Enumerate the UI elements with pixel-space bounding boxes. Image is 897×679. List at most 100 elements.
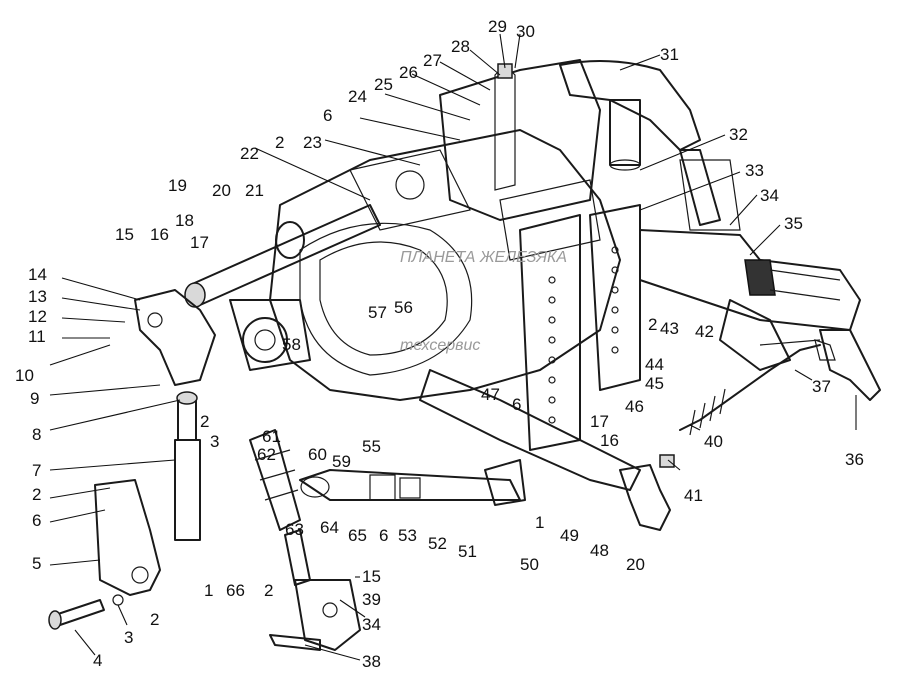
label-16-right: 16: [600, 431, 619, 450]
label-26: 26: [399, 63, 418, 82]
label-1-left: 1: [204, 581, 213, 600]
label-66: 66: [226, 581, 245, 600]
label-50: 50: [520, 555, 539, 574]
left-lift-arm: [134, 289, 311, 386]
label-22: 22: [240, 144, 259, 163]
label-10: 10: [15, 366, 34, 385]
label-6-left: 6: [32, 511, 41, 530]
label-11: 11: [28, 327, 46, 346]
label-6-top: 6: [323, 106, 332, 125]
label-42: 42: [695, 322, 714, 341]
label-3-mid: 3: [210, 432, 219, 451]
label-64: 64: [320, 518, 339, 537]
label-30: 30: [516, 22, 535, 41]
label-32: 32: [729, 125, 748, 144]
label-60: 60: [308, 445, 327, 464]
lift-arm-upper: [559, 60, 741, 231]
label-40: 40: [704, 432, 723, 451]
label-27: 27: [423, 51, 442, 70]
label-31: 31: [660, 45, 679, 64]
label-34-top: 34: [760, 186, 779, 205]
label-17-left: 17: [190, 233, 209, 252]
label-52: 52: [428, 534, 447, 553]
label-57: 57: [368, 303, 387, 322]
label-19: 19: [168, 176, 187, 195]
label-51: 51: [458, 542, 477, 561]
label-36: 36: [845, 450, 864, 469]
watermark-line-1: ПЛАНЕТА ЖЕЛЕЗЯКА: [400, 249, 567, 266]
label-56: 56: [394, 298, 413, 317]
lower-link: [299, 459, 526, 506]
label-14: 14: [28, 265, 47, 284]
label-37: 37: [812, 377, 831, 396]
label-5: 5: [32, 554, 41, 573]
label-20-left: 20: [212, 181, 231, 200]
label-2-bottom: 2: [150, 610, 159, 629]
label-44: 44: [645, 355, 664, 374]
label-4: 4: [93, 651, 102, 670]
label-38: 38: [362, 652, 381, 671]
long-lower-arm: [419, 369, 671, 531]
watermark: ПЛАНЕТА ЖЕЛЕЗЯКА техсервис: [400, 249, 567, 354]
label-46: 46: [625, 397, 644, 416]
label-53: 53: [398, 526, 417, 545]
label-12: 12: [28, 307, 47, 326]
label-47: 47: [481, 385, 500, 404]
label-16-left: 16: [150, 225, 169, 244]
label-13: 13: [28, 287, 47, 306]
label-25: 25: [374, 75, 393, 94]
label-55: 55: [362, 437, 381, 456]
label-23: 23: [303, 133, 322, 152]
label-63: 63: [285, 520, 304, 539]
label-45: 45: [645, 374, 664, 393]
label-7: 7: [32, 461, 41, 480]
label-6-center: 6: [379, 526, 388, 545]
label-2-mid: 2: [264, 581, 273, 600]
label-28: 28: [451, 37, 470, 56]
label-39: 39: [362, 590, 381, 609]
label-1-right: 1: [535, 513, 544, 532]
label-43: 43: [660, 319, 679, 338]
label-6-right: 6: [512, 395, 521, 414]
watermark-line-2: техсервис: [400, 337, 480, 354]
label-61: 61: [262, 427, 281, 446]
lift-rod-assembly: [249, 429, 361, 651]
label-48: 48: [590, 541, 609, 560]
label-2-arm: 2: [200, 412, 209, 431]
label-3-bottom: 3: [124, 628, 133, 647]
cylinder-bracket: [94, 479, 161, 596]
label-17-right: 17: [590, 412, 609, 431]
label-41: 41: [684, 486, 703, 505]
label-24: 24: [348, 87, 367, 106]
stabilizer-spring: [659, 339, 836, 468]
label-65: 65: [348, 526, 367, 545]
label-15-bottom: 15: [362, 567, 381, 586]
label-9: 9: [30, 389, 39, 408]
label-35: 35: [784, 214, 803, 233]
right-hitch-assembly: [639, 229, 881, 401]
label-8: 8: [32, 425, 41, 444]
label-2-right: 2: [648, 315, 657, 334]
vertical-plates: [519, 204, 641, 451]
label-59: 59: [332, 452, 351, 471]
label-21: 21: [245, 181, 264, 200]
label-2-left: 2: [32, 485, 41, 504]
part-labels: 29 30 28 27 26 25 24 6 31 32 33 34 35 2 …: [15, 17, 864, 671]
upper-bracket: [439, 59, 601, 221]
label-18: 18: [175, 211, 194, 230]
leader-lines: [49, 33, 857, 661]
label-15-left: 15: [115, 225, 134, 244]
label-2-top: 2: [275, 133, 284, 152]
label-58: 58: [282, 335, 301, 354]
label-34-bottom: 34: [362, 615, 381, 634]
pivot-pin: [48, 594, 124, 630]
label-20-right: 20: [626, 555, 645, 574]
label-33: 33: [745, 161, 764, 180]
label-29: 29: [488, 17, 507, 36]
label-49: 49: [560, 526, 579, 545]
rear-axle-housing: [269, 129, 621, 401]
label-62: 62: [257, 445, 276, 464]
axle-shaft: [184, 204, 381, 308]
